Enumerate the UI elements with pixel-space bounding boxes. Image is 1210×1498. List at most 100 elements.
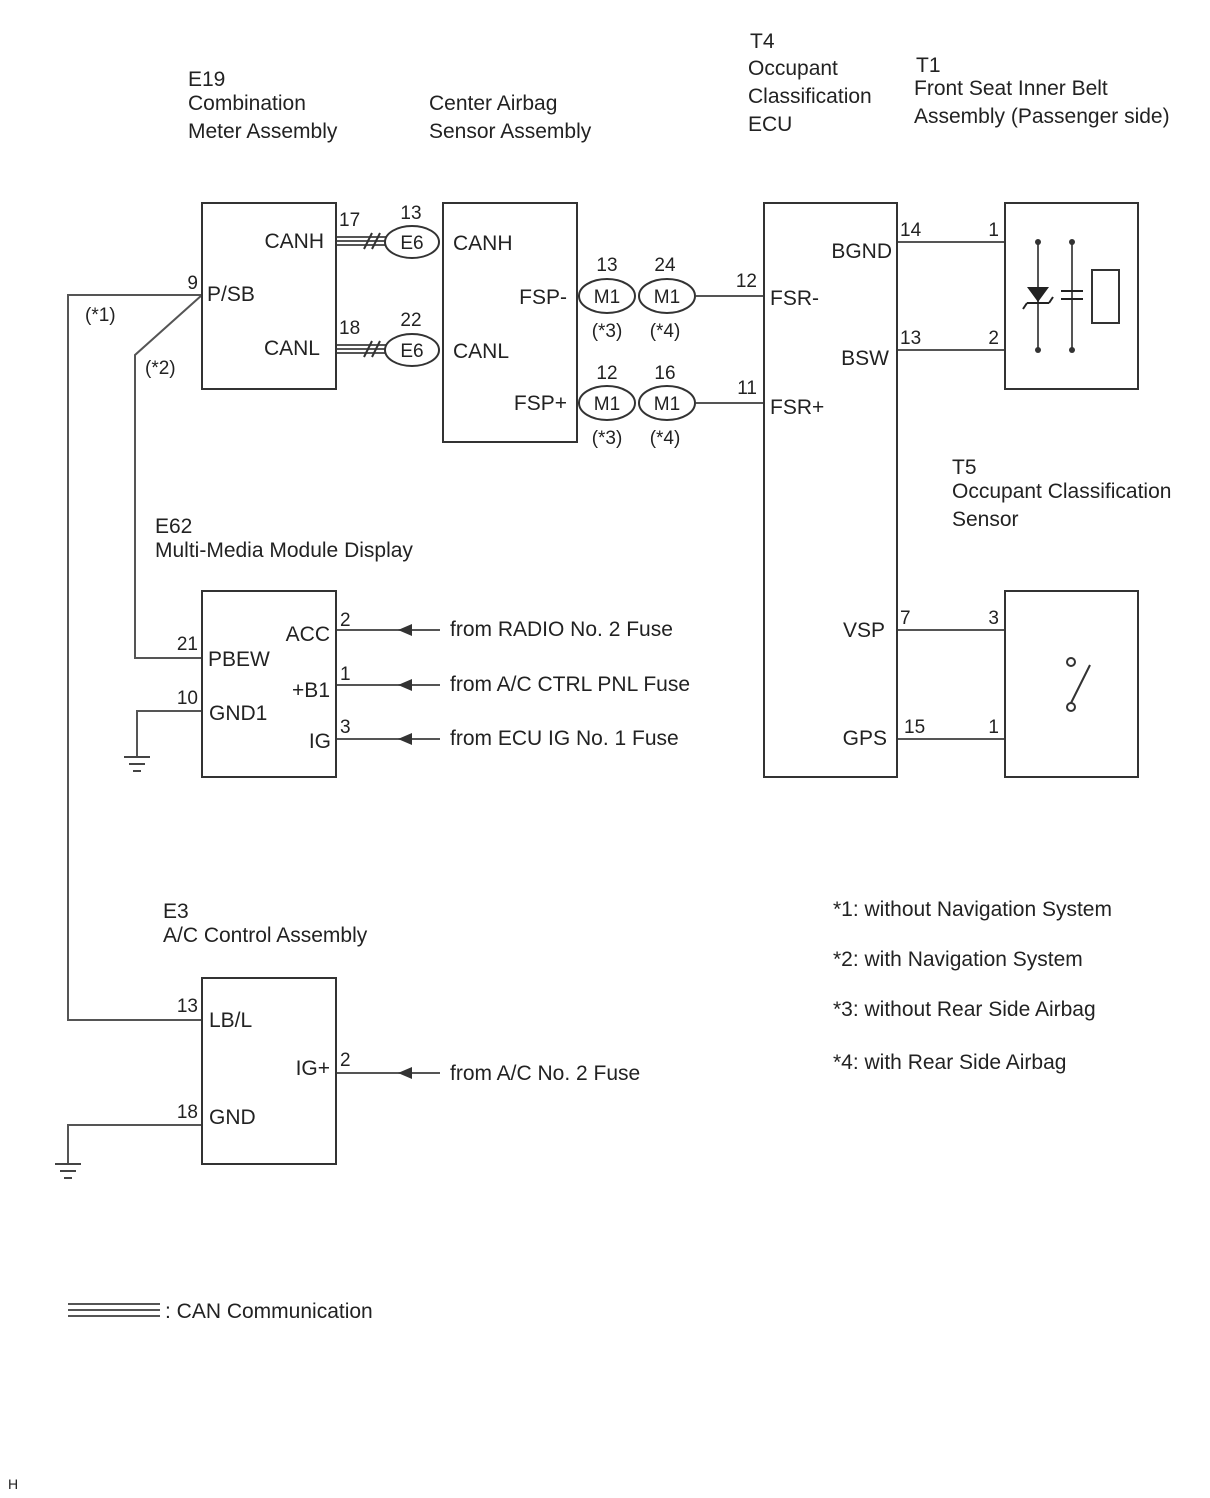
wires bbox=[67, 236, 1107, 1163]
note-3: *3: without Rear Side Airbag bbox=[833, 998, 1096, 1021]
e62-term-b1: +B1 bbox=[292, 679, 330, 702]
m1-label: M1 bbox=[594, 287, 620, 308]
pin-t1-2: 2 bbox=[988, 328, 999, 349]
t5-name-line2: Sensor bbox=[952, 508, 1019, 531]
junction-dot bbox=[1069, 347, 1075, 353]
e19-term-canl: CANL bbox=[264, 337, 320, 360]
e3-title: E3 A/C Control Assembly bbox=[163, 900, 368, 947]
t5-code: T5 bbox=[952, 456, 977, 479]
m1-note-b: (*4) bbox=[650, 321, 681, 342]
pin-t4-bgnd: 14 bbox=[900, 220, 922, 241]
t4-term-fsr-minus: FSR- bbox=[770, 287, 819, 310]
t4-term-bsw: BSW bbox=[841, 347, 889, 370]
t4-name-line2: Classification bbox=[748, 85, 872, 108]
m1-ellipse bbox=[578, 278, 636, 314]
e19-code: E19 bbox=[188, 68, 225, 91]
resistor-icon bbox=[1091, 269, 1120, 324]
e3-term-igp: IG+ bbox=[296, 1057, 330, 1080]
ground-icon bbox=[124, 756, 150, 772]
m1-ellipse bbox=[638, 385, 696, 421]
airbag-term-fsp-minus: FSP- bbox=[519, 286, 567, 309]
e3-terminals: LB/L IG+ GND bbox=[209, 1009, 330, 1129]
e62-term-acc: ACC bbox=[286, 623, 330, 646]
pin-m1-fsp-minus-b: 24 bbox=[654, 255, 676, 276]
e19-terminals: CANH P/SB CANL bbox=[207, 230, 324, 360]
pin-t1-1: 1 bbox=[988, 220, 999, 241]
pin-e62-b1: 1 bbox=[340, 664, 351, 685]
e62-box bbox=[201, 590, 337, 778]
pin-t5-1: 1 bbox=[988, 717, 999, 738]
t4-title: T4 Occupant Classification ECU bbox=[748, 30, 872, 136]
e3-name: A/C Control Assembly bbox=[163, 924, 368, 947]
wire-psb-to-pbew bbox=[134, 294, 203, 659]
airbag-name-line1: Center Airbag bbox=[429, 92, 557, 115]
m1-note-a: (*3) bbox=[592, 321, 623, 342]
pin-t5-3: 3 bbox=[988, 608, 999, 629]
t5-box bbox=[1004, 590, 1139, 778]
pin-e6-canh: 13 bbox=[400, 203, 421, 224]
t5-name-line1: Occupant Classification bbox=[952, 480, 1171, 503]
m1-note-b: (*4) bbox=[650, 428, 681, 449]
diode-icon bbox=[1027, 287, 1049, 302]
m1-ellipse bbox=[638, 278, 696, 314]
arrow-icon bbox=[398, 624, 412, 636]
pin-e3-igp: 2 bbox=[340, 1050, 351, 1071]
e62-terminals: ACC PBEW +B1 GND1 IG bbox=[208, 623, 331, 753]
e3-code: E3 bbox=[163, 900, 189, 923]
pin-t4-gps: 15 bbox=[904, 717, 925, 738]
e19-box bbox=[201, 202, 337, 390]
wire-e62-fuses bbox=[336, 629, 440, 740]
m1-label: M1 bbox=[654, 394, 680, 415]
arrow-icon bbox=[398, 1067, 412, 1079]
e19-term-canh: CANH bbox=[264, 230, 324, 253]
junction-dot bbox=[1035, 347, 1041, 353]
t4-term-vsp: VSP bbox=[843, 619, 885, 642]
airbag-term-canh: CANH bbox=[453, 232, 513, 255]
note-1: *1: without Navigation System bbox=[833, 898, 1112, 921]
can-legend-label: : CAN Communication bbox=[165, 1300, 373, 1323]
capacitor-icon bbox=[1061, 290, 1083, 300]
footnotes: *1: without Navigation System *2: with N… bbox=[833, 898, 1112, 1074]
e62-term-gnd1: GND1 bbox=[209, 702, 267, 725]
ground-icon bbox=[55, 1163, 81, 1179]
t4-box bbox=[763, 202, 898, 778]
e19-name-line2: Meter Assembly bbox=[188, 120, 338, 143]
variant-notes: (*1) (*2) (*3) (*4) (*3) (*4) bbox=[85, 305, 680, 449]
junction-dot bbox=[1069, 239, 1075, 245]
airbag-terminals: CANH CANL FSP- FSP+ bbox=[453, 232, 567, 415]
switch-contact bbox=[1066, 657, 1076, 667]
t4-term-gps: GPS bbox=[843, 727, 887, 750]
e62-name: Multi-Media Module Display bbox=[155, 539, 413, 562]
m1-connectors-fsp-plus: M1 M1 bbox=[578, 385, 696, 421]
fuse-labels: from RADIO No. 2 Fuse from A/C CTRL PNL … bbox=[450, 618, 690, 1085]
airbag-title: Center Airbag Sensor Assembly bbox=[429, 92, 592, 143]
t4-term-bgnd: BGND bbox=[831, 240, 892, 263]
m1-note-a: (*3) bbox=[592, 428, 623, 449]
e6-ellipse bbox=[384, 225, 440, 259]
t4-term-fsr-plus: FSR+ bbox=[770, 396, 824, 419]
airbag-name-line2: Sensor Assembly bbox=[429, 120, 592, 143]
t4-terminals: BGND FSR- BSW FSR+ VSP GPS bbox=[770, 240, 892, 750]
pin-t4-fsr-minus: 12 bbox=[736, 271, 757, 292]
t1-name-line2: Assembly (Passenger side) bbox=[914, 105, 1170, 128]
pin-t4-bsw: 13 bbox=[900, 328, 921, 349]
note-4: *4: with Rear Side Airbag bbox=[833, 1051, 1066, 1074]
arrow-icon bbox=[398, 733, 412, 745]
t4-code: T4 bbox=[750, 30, 775, 53]
pin-t4-vsp: 7 bbox=[900, 608, 911, 629]
fuse-ecu-ig: from ECU IG No. 1 Fuse bbox=[450, 727, 679, 750]
e6-connector-canh: E6 bbox=[363, 225, 440, 259]
zener-bar bbox=[1022, 296, 1054, 310]
t1-code: T1 bbox=[916, 54, 941, 77]
pin-e6-canl: 22 bbox=[400, 310, 421, 331]
airbag-term-canl: CANL bbox=[453, 340, 509, 363]
t1-name-line1: Front Seat Inner Belt bbox=[914, 77, 1108, 100]
can-bus-wires bbox=[336, 236, 386, 354]
pin-e62-acc: 2 bbox=[340, 610, 351, 631]
pin-e62-gnd1: 10 bbox=[177, 688, 198, 709]
pin-m1-fsp-plus-a: 12 bbox=[596, 363, 617, 384]
pin-t4-fsr-plus: 11 bbox=[737, 378, 757, 399]
wire-note-1: (*1) bbox=[85, 305, 116, 326]
can-break-icon bbox=[363, 232, 381, 250]
